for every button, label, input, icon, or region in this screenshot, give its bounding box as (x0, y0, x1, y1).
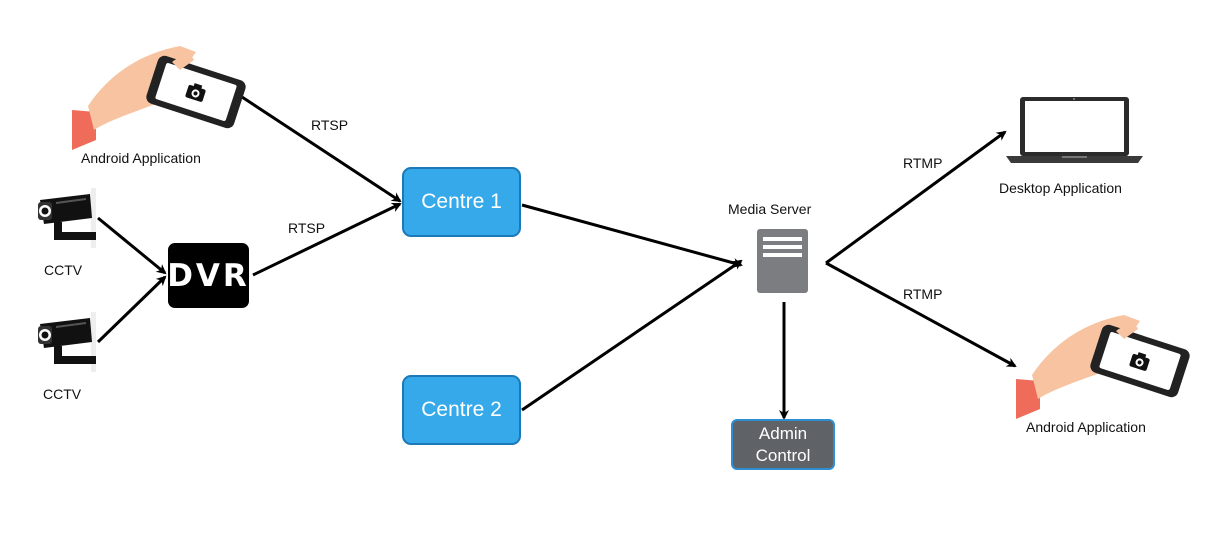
edge-label-rtmp-desktop: RTMP (903, 155, 943, 171)
cctv-camera-icon (38, 188, 96, 248)
laptop-icon (1006, 97, 1143, 163)
arrow-server-to-android (825, 261, 1017, 368)
arrow-server-to-desktop (825, 130, 1007, 265)
arrow-centre1-to-server (521, 203, 743, 268)
desktop-app-label: Desktop Application (999, 180, 1122, 196)
android-phone-icon (72, 46, 246, 150)
arrow-cctv1-to-dvr (97, 216, 167, 275)
arrow-android-to-centre1 (241, 95, 402, 203)
arrow-dvr-to-centre1 (252, 202, 402, 277)
cctv-2-label: CCTV (43, 386, 82, 402)
cctv-camera-icon (38, 312, 96, 372)
centre-1-box: Centre 1 (402, 167, 521, 237)
android-app-right-label: Android Application (1026, 419, 1146, 435)
edge-label-rtmp-android: RTMP (903, 286, 943, 302)
sleeve-cuff-shape (72, 110, 96, 150)
edge-label-rtsp-android: RTSP (311, 117, 349, 133)
sleeve-cuff-shape (1016, 379, 1040, 419)
arrow-cctv2-to-dvr (96, 275, 167, 344)
admin-control-box: Admin Control (731, 419, 835, 470)
android-phone-icon (1016, 315, 1190, 419)
media-server-label: Media Server (728, 201, 812, 217)
edge-label-rtsp-dvr: RTSP (288, 220, 326, 236)
arrow-centre2-to-server (521, 259, 743, 412)
android-app-left-label: Android Application (81, 150, 201, 166)
dvr-box: DVR (167, 243, 249, 308)
server-icon (757, 229, 808, 293)
centre-2-box: Centre 2 (402, 375, 521, 445)
cctv-1-label: CCTV (44, 262, 83, 278)
